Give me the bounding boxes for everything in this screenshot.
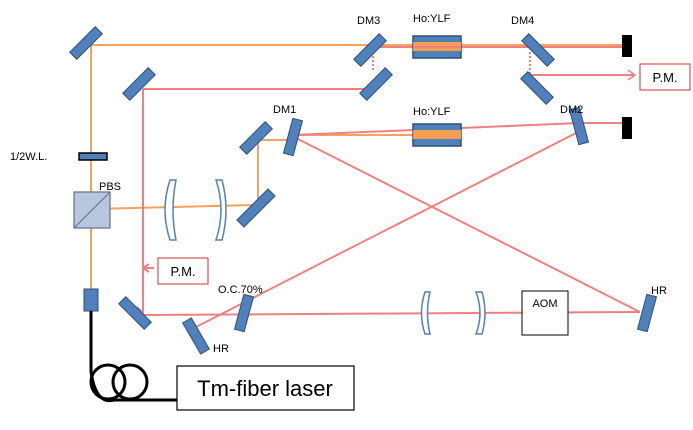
pm-top-arrow: [627, 69, 637, 81]
mirror-upper-left-red: [122, 67, 156, 101]
label-hoylf-mid: Ho:YLF: [413, 106, 451, 118]
mirror-dm1: [282, 117, 304, 157]
label-half-wave: 1/2W.L.: [10, 151, 47, 163]
fiber-coil: [89, 311, 180, 403]
beam-dump-mid: [622, 117, 632, 139]
mirror-hr-right: [636, 293, 658, 333]
hoylf-crystal-top: [412, 35, 462, 59]
mirror-oc: [233, 293, 255, 333]
red-laser-beam-path: [136, 46, 641, 328]
pm-label-left: P.M.: [170, 264, 195, 279]
beam-dump-top: [622, 35, 632, 57]
lens-pump-1: [164, 179, 177, 241]
half-wave-plate: [78, 152, 108, 161]
aom-label: AOM: [532, 298, 557, 310]
mirror-bottom-left: [118, 296, 152, 330]
tm-fiber-laser-box: [176, 365, 355, 411]
label-dm2: DM2: [560, 104, 583, 116]
lens-bottom-2: [474, 291, 486, 335]
lens-bottom-1: [420, 291, 431, 335]
label-dm4: DM4: [511, 15, 534, 27]
pbs-cube: [73, 191, 111, 229]
pm-box-top: [639, 63, 691, 91]
label-pbs: PBS: [99, 181, 121, 193]
mirror-dm3: [353, 33, 387, 67]
label-hr-right: HR: [651, 285, 667, 297]
label-dm3: DM3: [357, 15, 380, 27]
label-dm1: DM1: [273, 104, 296, 116]
hoylf-crystal-mid: [412, 123, 462, 147]
label-hoylf-top: Ho:YLF: [413, 13, 451, 25]
mirror-steer-mid: [239, 121, 273, 155]
lens-pump-2: [214, 179, 227, 241]
label-oc: O.C.70%: [218, 284, 263, 296]
mirror-top-left: [69, 26, 103, 60]
mirror-lower-mid: [236, 188, 276, 228]
pm-label-top: P.M.: [652, 70, 677, 85]
fiber-collimator: [83, 288, 99, 312]
label-hr-bottom: HR: [213, 343, 229, 355]
mirror-dm3-lower: [359, 67, 393, 101]
mirror-hr-bottom: [181, 317, 211, 355]
pm-box-left: [157, 257, 209, 285]
aom-box: [521, 290, 569, 336]
mirror-dm4-lower: [520, 71, 554, 105]
mirror-dm2: [568, 106, 590, 146]
mirror-dm4: [521, 33, 555, 67]
pump-beam-path: [90, 44, 622, 298]
tm-fiber-laser-label: Tm-fiber laser: [197, 376, 333, 401]
